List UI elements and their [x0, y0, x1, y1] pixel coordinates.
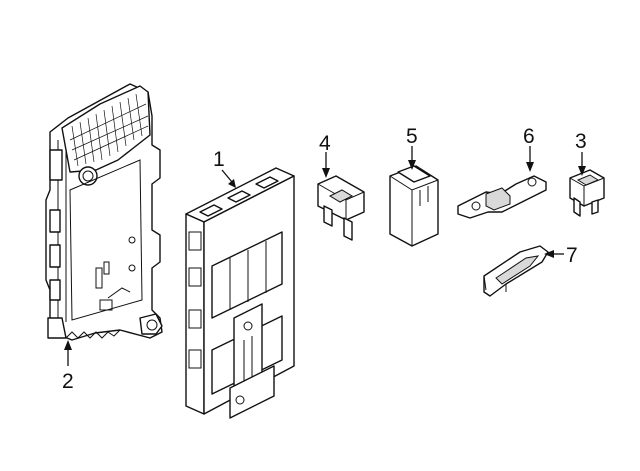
leader-line-4	[322, 152, 330, 178]
leader-line-5	[408, 146, 416, 170]
leader-line-3	[578, 152, 586, 176]
strip-fuse	[457, 175, 547, 219]
callout-2: 2	[62, 370, 74, 393]
blade-fuse	[317, 175, 365, 241]
fuse-box-bracket	[45, 83, 163, 341]
callout-3: 3	[575, 130, 587, 153]
leader-line-2	[64, 340, 72, 366]
fuse-puller	[483, 245, 549, 297]
mini-fuse	[569, 169, 605, 217]
callout-4: 4	[319, 132, 331, 155]
relay	[389, 165, 439, 247]
callout-6: 6	[523, 125, 535, 148]
callout-7: 7	[566, 244, 578, 267]
leader-line-6	[526, 146, 534, 172]
callout-1: 1	[213, 148, 225, 171]
control-module	[185, 167, 295, 419]
callout-5: 5	[406, 125, 418, 148]
leader-line-7	[544, 250, 564, 258]
leader-line-1	[221, 169, 236, 188]
